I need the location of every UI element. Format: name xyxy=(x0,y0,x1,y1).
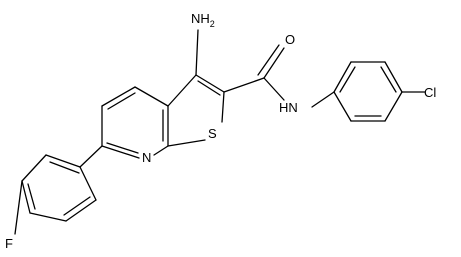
bond xyxy=(195,29,199,76)
bond xyxy=(29,212,67,222)
bond xyxy=(107,92,136,110)
bond xyxy=(65,199,97,222)
bond xyxy=(153,145,169,156)
fluorine-label: F xyxy=(5,236,13,251)
bond xyxy=(263,77,285,101)
ring-nitrogen-label: N xyxy=(142,150,151,165)
bond xyxy=(45,154,81,168)
bond xyxy=(101,145,140,159)
bond xyxy=(21,180,31,214)
bond xyxy=(21,154,47,182)
bonds xyxy=(14,29,426,235)
bond xyxy=(195,74,225,93)
atom-labels: NH2 O HN Cl N S F xyxy=(5,11,436,251)
bond xyxy=(27,183,36,210)
bond xyxy=(384,91,403,122)
bond xyxy=(167,139,206,147)
amino-label: NH2 xyxy=(191,11,215,29)
bond xyxy=(134,86,169,107)
bond xyxy=(79,145,103,168)
bond xyxy=(339,66,356,93)
sulfur-label: S xyxy=(208,126,217,141)
amino-text: NH xyxy=(191,11,210,26)
bond xyxy=(197,80,221,96)
bond xyxy=(106,142,139,154)
bond xyxy=(380,66,397,93)
bond xyxy=(101,86,136,107)
bond xyxy=(333,91,352,122)
bond xyxy=(223,77,265,93)
bond xyxy=(167,74,197,107)
bond xyxy=(49,161,80,174)
bond xyxy=(79,166,97,201)
bond xyxy=(257,44,280,76)
amide-nh-label: HN xyxy=(279,100,298,115)
carbonyl-oxygen-label: O xyxy=(285,32,295,47)
bond xyxy=(14,180,23,235)
bond xyxy=(311,91,335,108)
bond xyxy=(263,47,285,79)
bond xyxy=(333,61,352,93)
chlorine-label: Cl xyxy=(424,85,436,100)
bond xyxy=(221,91,225,123)
bond xyxy=(384,61,403,93)
amino-subscript: 2 xyxy=(210,19,215,29)
bond xyxy=(63,196,91,216)
